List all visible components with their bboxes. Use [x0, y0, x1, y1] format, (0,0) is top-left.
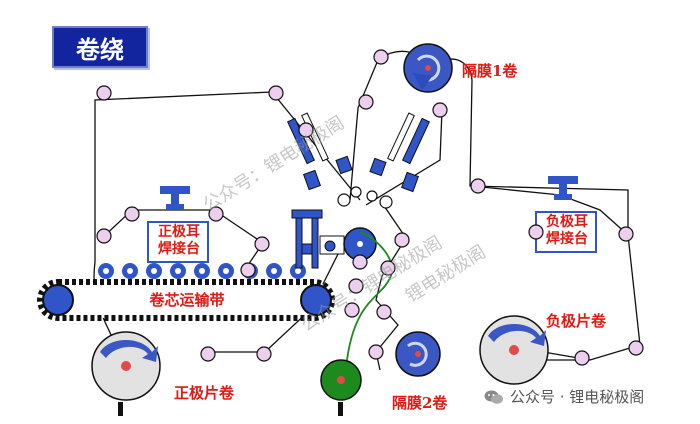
- footer-watermark: 公众号 · 锂电秘极阁: [484, 386, 644, 407]
- guide-plates: [286, 112, 431, 193]
- core-conveyor-label: 卷芯运输带: [149, 291, 225, 309]
- pinch-rollers: [337, 186, 393, 209]
- separator-roll-2-label: 隔膜2卷: [392, 394, 448, 412]
- separator-roll-1: [403, 43, 453, 93]
- negative-tab-welder: [535, 176, 597, 253]
- positive-tab-welder: [147, 186, 209, 263]
- separator-roll-2: [395, 331, 441, 377]
- positive-tab-welder-label: 正极耳 焊接台: [158, 224, 200, 257]
- winding-head: [291, 209, 377, 269]
- negative-tab-welder-label: 负极耳 焊接台: [546, 214, 588, 247]
- page-title: 卷绕: [52, 26, 148, 68]
- wechat-icon: [484, 390, 503, 404]
- green-winding-path: [320, 231, 393, 416]
- belt-cores: [98, 263, 306, 279]
- negative-sheet-roll-label: 负极片卷: [546, 312, 607, 330]
- negative-sheet-roll: [479, 315, 549, 385]
- separator-roll-1-label: 隔膜1卷: [462, 62, 518, 80]
- core-conveyor-belt: [37, 279, 335, 321]
- positive-sheet-roll: [91, 331, 161, 416]
- positive-sheet-roll-label: 正极片卷: [174, 384, 235, 402]
- footer-watermark-text: 公众号 · 锂电秘极阁: [510, 388, 645, 406]
- guide-rollers: [96, 49, 644, 366]
